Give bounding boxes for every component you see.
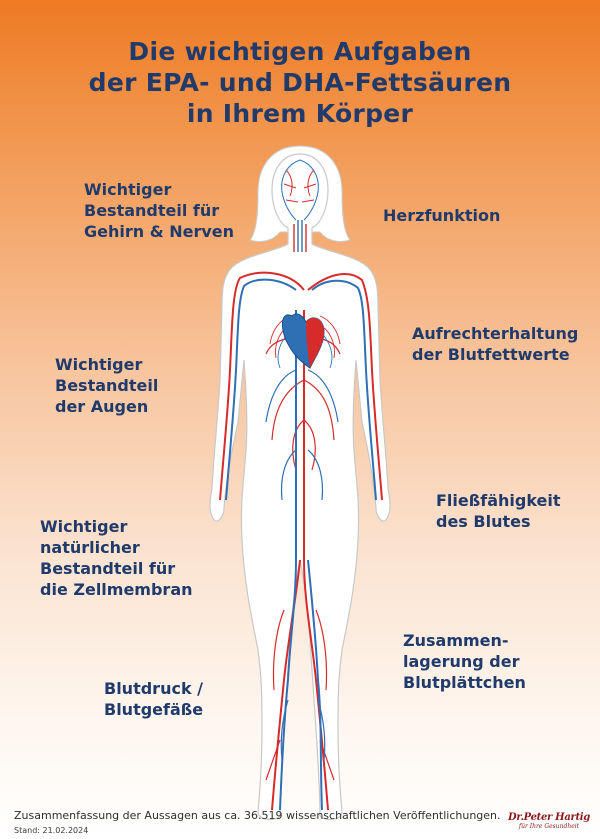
heart-right-side bbox=[306, 317, 324, 368]
label-platelet-aggregation: Zusammen- lagerung der Blutplättchen bbox=[403, 631, 526, 692]
label-blood-lipids: Aufrechterhaltung der Blutfettwerte bbox=[412, 324, 579, 364]
title-line-2: der EPA- und DHA-Fettsäuren bbox=[88, 68, 512, 97]
footer-summary: Zusammenfassung der Aussagen aus ca. 36.… bbox=[14, 809, 501, 822]
label-cell-membrane: Wichtiger natürlicher Bestandteil für di… bbox=[40, 517, 193, 599]
body-silhouette bbox=[209, 153, 391, 821]
footer-date: Stand: 21.02.2024 bbox=[14, 826, 89, 835]
title-line-3: in Ihrem Körper bbox=[186, 99, 414, 128]
label-brain-nerves: Wichtiger Bestandteil für Gehirn & Nerve… bbox=[84, 180, 235, 241]
circulatory-system-illustration bbox=[209, 145, 391, 821]
veins bbox=[225, 278, 377, 811]
label-blood-fluidity: Fließfähigkeit des Blutes bbox=[436, 491, 561, 531]
title-line-1: Die wichtigen Aufgaben bbox=[128, 37, 472, 66]
page-title: Die wichtigen Aufgaben der EPA- und DHA-… bbox=[0, 36, 600, 129]
label-heart-function: Herzfunktion bbox=[383, 206, 501, 225]
head-vessels bbox=[281, 159, 319, 252]
label-eyes: Wichtiger Bestandteil der Augen bbox=[55, 355, 159, 416]
brand-tagline: für Ihre Gesundheit bbox=[518, 823, 580, 830]
brand-logo: Dr.Peter Hartig für Ihre Gesundheit bbox=[508, 812, 590, 830]
label-blood-pressure: Blutdruck / Blutgefäße bbox=[104, 679, 204, 719]
brand-name: Dr.Peter Hartig bbox=[508, 812, 590, 823]
